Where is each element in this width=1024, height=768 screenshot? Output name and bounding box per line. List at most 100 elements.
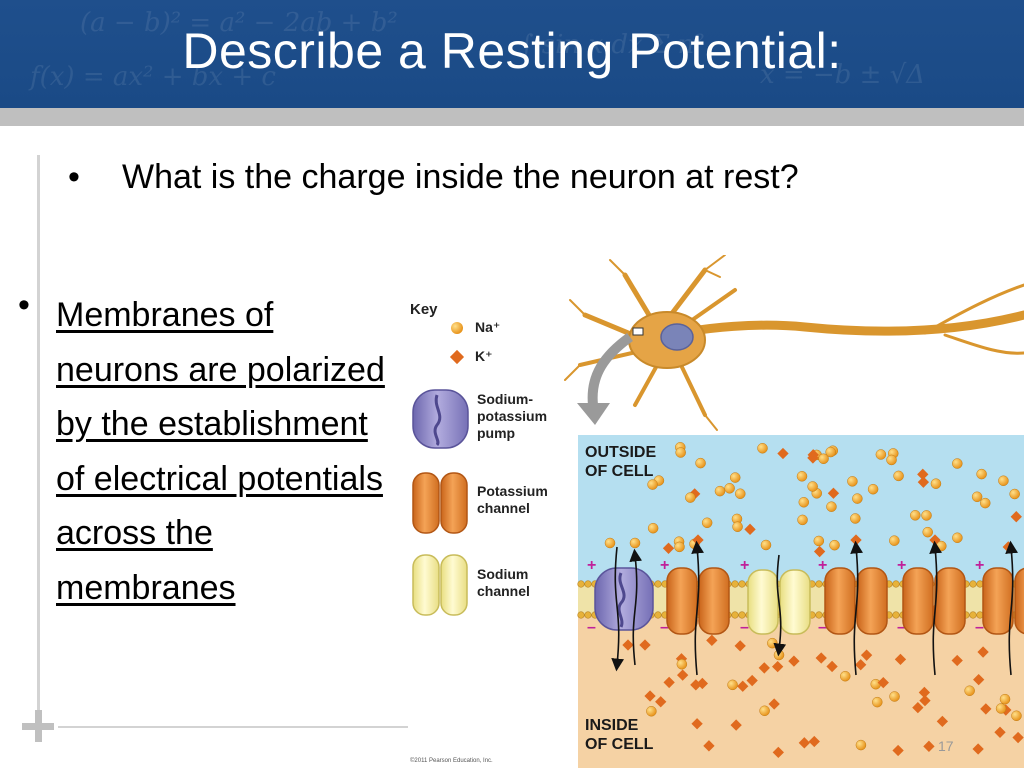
copyright-text: ©2011 Pearson Education, Inc. [410, 758, 493, 764]
k-ion [730, 719, 742, 731]
na-ion [826, 501, 837, 512]
na-ion [767, 637, 778, 649]
na-ion [732, 521, 743, 532]
k-ion [826, 660, 838, 673]
na-ion [714, 485, 726, 497]
k-ion [813, 545, 826, 558]
na-ion [910, 510, 921, 521]
key-title: Key [410, 301, 438, 318]
na-ion [889, 535, 900, 546]
title-bar: (a − b)² = a² − 2ab + b² ∫ sin x dx Σ n²… [0, 0, 1024, 108]
k-ion [798, 737, 810, 749]
ion-flow-arrow [691, 540, 704, 676]
k-ion [855, 659, 867, 671]
formula-watermark: x = −b ± √Δ [760, 60, 926, 90]
diagram-graphics: ++++++–––––– [412, 255, 1024, 768]
k-ion [972, 743, 984, 755]
body-text: Membranes of neurons are polarized by th… [56, 296, 385, 607]
na-ion [773, 649, 785, 661]
k-ion [734, 640, 746, 652]
k-ion [894, 653, 907, 666]
outside-cell-label: OUTSIDE OF CELL [585, 444, 657, 480]
na-ion [647, 522, 659, 534]
na-ion [646, 706, 657, 717]
formula-watermark: ∫ sin x dx Σ n² [520, 30, 705, 60]
ion-flow-arrow [629, 548, 643, 666]
k-ion [662, 542, 675, 554]
na-ion [629, 537, 641, 549]
na-ion [674, 541, 685, 553]
na-ion [759, 705, 770, 717]
ion-flow-arrow [611, 546, 625, 672]
k-ion [808, 735, 820, 748]
positive-charge: + [740, 557, 749, 574]
na-ion [676, 658, 688, 670]
positive-charge: + [660, 557, 669, 574]
na-ion [796, 471, 808, 482]
k-ion [827, 487, 840, 499]
k-ion [639, 639, 651, 651]
na-ion [930, 478, 942, 489]
k-key-label: K⁺ [475, 348, 493, 364]
k-ion [703, 740, 715, 752]
na-ion [979, 497, 991, 509]
k-ion [892, 744, 904, 757]
na-key-label: Na⁺ [475, 319, 501, 335]
potassium-channel [824, 567, 888, 635]
k-ion [691, 718, 703, 730]
na-ion [818, 453, 829, 465]
na-ion [921, 510, 932, 521]
k-ion [917, 476, 930, 488]
k-ion [980, 703, 992, 715]
k-ion [677, 669, 689, 681]
na-ion [701, 517, 713, 529]
sodium-potassium-pump [594, 567, 654, 631]
inside-cell-label: INSIDE OF CELL [585, 717, 654, 753]
na-ion [727, 679, 738, 691]
negative-charge: – [740, 619, 749, 636]
na-ion [729, 472, 741, 483]
potassium-channel-key-label: Potassium channel [477, 483, 548, 516]
negative-charge: – [818, 619, 827, 636]
na-ion [757, 442, 768, 454]
k-ion [746, 674, 758, 687]
k-ion [860, 649, 873, 661]
potassium-channel-key-icon [412, 472, 468, 534]
k-ion [973, 673, 985, 686]
k-ion [919, 694, 931, 707]
zoom-arrowhead [577, 403, 610, 425]
negative-charge: – [587, 619, 596, 636]
na-ion [813, 535, 825, 547]
k-ion [772, 746, 784, 759]
na-ion [1011, 710, 1022, 722]
na-ion [995, 703, 1007, 714]
cell-membrane-panel: ++++++–––––– [577, 435, 1024, 768]
na-ion [797, 514, 808, 526]
na-ion [922, 526, 933, 538]
na-ion [893, 470, 904, 482]
na-ion [867, 483, 879, 495]
question-text: What is the charge inside the neuron at … [122, 158, 799, 196]
negative-charge: – [897, 619, 906, 636]
na-ion [964, 685, 975, 696]
positive-charge: + [897, 557, 906, 574]
na-ion [604, 537, 616, 549]
positive-charge: + [818, 557, 827, 574]
na-ion [807, 481, 818, 492]
k-ion-icon [449, 349, 465, 365]
bullet-icon: • [68, 158, 80, 196]
na-ion [852, 493, 863, 504]
membrane-diagram: ++++++–––––– Key Na⁺ K⁺ Sodium- potassiu… [405, 255, 1024, 768]
k-ion [644, 690, 656, 702]
na-ion [685, 492, 696, 503]
potassium-channel [902, 567, 966, 635]
negative-charge: – [975, 619, 984, 636]
na-ion [952, 532, 963, 544]
k-ion [977, 646, 989, 658]
side-rule [37, 155, 40, 710]
na-ion [675, 447, 686, 458]
negative-charge: – [660, 619, 669, 636]
k-ion [663, 676, 675, 689]
k-ion [737, 680, 749, 692]
na-ion [1009, 488, 1020, 500]
